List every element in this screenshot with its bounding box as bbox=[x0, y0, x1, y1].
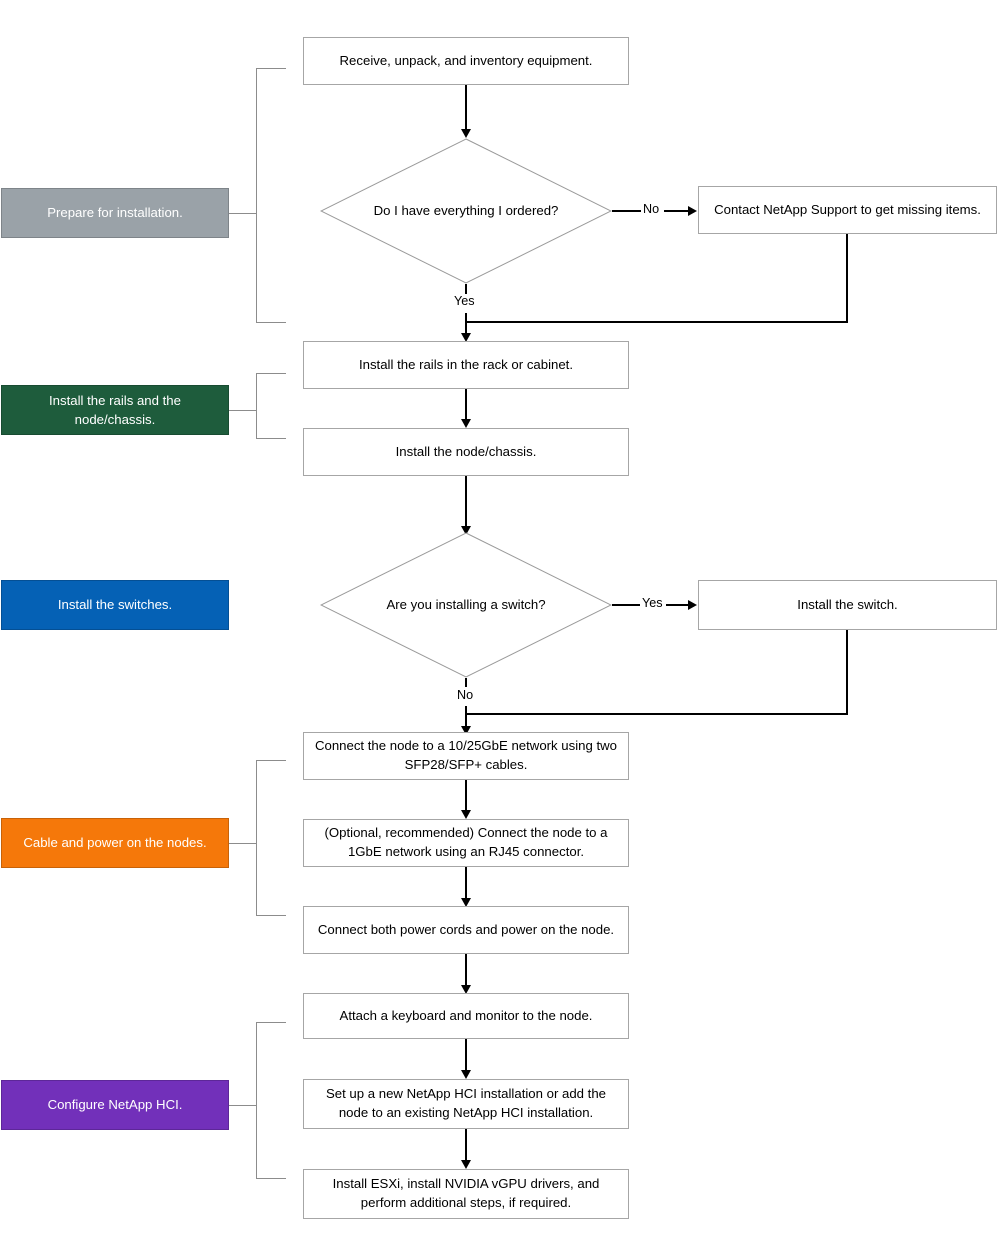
connector-rails-to-chassis bbox=[465, 389, 467, 420]
node-install-rails[interactable]: Install the rails in the rack or cabinet… bbox=[303, 341, 629, 389]
node-attach-keyboard-text: Attach a keyboard and monitor to the nod… bbox=[339, 1007, 593, 1023]
arrowhead-receive-to-decision1 bbox=[460, 129, 471, 138]
node-contact-support-text: Contact NetApp Support to get missing it… bbox=[714, 201, 981, 217]
bracket-configure-top bbox=[256, 1022, 286, 1023]
bracket-configure-spine bbox=[256, 1022, 257, 1179]
bracket-configure-stem bbox=[229, 1105, 257, 1106]
node-connect-10-25gbe-text: Connect the node to a 10/25GbE network u… bbox=[314, 738, 618, 772]
connector-to-connect-10gbe bbox=[465, 706, 467, 727]
connector-decision2-yes-2 bbox=[666, 604, 689, 606]
edge-label-switch-no: No bbox=[455, 688, 476, 702]
bracket-rails-spine bbox=[256, 373, 257, 439]
bracket-prepare-top bbox=[256, 68, 286, 69]
node-receive-equipment-text: Receive, unpack, and inventory equipment… bbox=[339, 52, 593, 68]
phase-label-switches: Install the switches. bbox=[1, 580, 229, 630]
diamond-shape-icon bbox=[320, 532, 612, 678]
node-connect-10-25gbe[interactable]: Connect the node to a 10/25GbE network u… bbox=[303, 732, 629, 780]
arrowhead-10gbe-to-1gbe bbox=[460, 810, 471, 819]
bracket-prepare-stem bbox=[229, 213, 257, 214]
connector-decision2-no-stub bbox=[465, 678, 467, 687]
bracket-cable-bottom bbox=[256, 915, 286, 916]
arrowhead-setup-to-esxi bbox=[460, 1160, 471, 1169]
arrowhead-to-connect-10gbe bbox=[460, 726, 471, 735]
connector-switch-return-down bbox=[846, 630, 848, 714]
connector-decision1-no bbox=[612, 210, 642, 212]
connector-1gbe-to-power bbox=[465, 867, 467, 899]
node-connect-1gbe-text: (Optional, recommended) Connect the node… bbox=[324, 825, 608, 859]
node-attach-keyboard[interactable]: Attach a keyboard and monitor to the nod… bbox=[303, 993, 629, 1039]
node-setup-hci-text: Set up a new NetApp HCI installation or … bbox=[325, 1086, 607, 1120]
node-install-switch[interactable]: Install the switch. bbox=[698, 580, 997, 630]
bracket-rails-bottom bbox=[256, 438, 286, 439]
diamond-shape-icon bbox=[320, 138, 612, 284]
decision-have-everything[interactable]: Do I have everything I ordered? bbox=[320, 138, 612, 284]
connector-keyboard-to-setup bbox=[465, 1039, 467, 1071]
node-install-esxi[interactable]: Install ESXi, install NVIDIA vGPU driver… bbox=[303, 1169, 629, 1219]
connector-support-return-down bbox=[846, 234, 848, 323]
node-install-switch-text: Install the switch. bbox=[797, 596, 898, 612]
connector-decision2-yes bbox=[612, 604, 640, 606]
node-connect-power-text: Connect both power cords and power on th… bbox=[317, 921, 615, 937]
node-setup-hci[interactable]: Set up a new NetApp HCI installation or … bbox=[303, 1079, 629, 1129]
node-install-node-chassis-text: Install the node/chassis. bbox=[395, 443, 537, 459]
decision-installing-switch[interactable]: Are you installing a switch? bbox=[320, 532, 612, 678]
bracket-prepare-bottom bbox=[256, 322, 286, 323]
decision-installing-switch-text: Are you installing a switch? bbox=[386, 596, 546, 612]
phase-label-prepare-text: Prepare for installation. bbox=[47, 205, 183, 221]
arrowhead-decision2-yes bbox=[688, 600, 697, 610]
phase-label-rails: Install the rails and the node/chassis. bbox=[1, 385, 229, 435]
bracket-rails-top bbox=[256, 373, 286, 374]
arrowhead-chassis-to-decision2 bbox=[460, 526, 471, 535]
connector-switch-return-left bbox=[465, 713, 848, 715]
connector-chassis-to-decision2 bbox=[465, 476, 467, 527]
phase-label-switches-text: Install the switches. bbox=[57, 597, 173, 613]
node-install-node-chassis[interactable]: Install the node/chassis. bbox=[303, 428, 629, 476]
connector-support-return-left bbox=[465, 321, 848, 323]
phase-label-configure: Configure NetApp HCI. bbox=[1, 1080, 229, 1130]
arrowhead-1gbe-to-power bbox=[460, 898, 471, 907]
phase-label-prepare: Prepare for installation. bbox=[1, 188, 229, 238]
bracket-rails-stem bbox=[229, 410, 257, 411]
bracket-configure-bottom bbox=[256, 1178, 286, 1179]
node-connect-1gbe[interactable]: (Optional, recommended) Connect the node… bbox=[303, 819, 629, 867]
connector-power-to-keyboard bbox=[465, 954, 467, 986]
arrowhead-power-to-keyboard bbox=[460, 985, 471, 994]
arrowhead-to-install-rails bbox=[460, 333, 471, 342]
connector-10gbe-to-1gbe bbox=[465, 780, 467, 811]
phase-label-cable-text: Cable and power on the nodes. bbox=[23, 835, 207, 851]
bracket-cable-top bbox=[256, 760, 286, 761]
edge-label-everything-no: No bbox=[641, 202, 662, 216]
phase-label-cable: Cable and power on the nodes. bbox=[1, 818, 229, 868]
node-contact-support[interactable]: Contact NetApp Support to get missing it… bbox=[698, 186, 997, 234]
phase-label-configure-text: Configure NetApp HCI. bbox=[47, 1097, 183, 1113]
node-install-esxi-text: Install ESXi, install NVIDIA vGPU driver… bbox=[332, 1176, 600, 1210]
phase-label-rails-text: Install the rails and the node/chassis. bbox=[49, 392, 181, 427]
connector-setup-to-esxi bbox=[465, 1129, 467, 1161]
bracket-cable-spine bbox=[256, 760, 257, 916]
decision-have-everything-text: Do I have everything I ordered? bbox=[373, 202, 559, 218]
connector-decision1-no-2 bbox=[664, 210, 689, 212]
connector-receive-to-decision1 bbox=[465, 85, 467, 130]
edge-label-switch-yes: Yes bbox=[640, 596, 665, 610]
node-connect-power[interactable]: Connect both power cords and power on th… bbox=[303, 906, 629, 954]
connector-decision1-yes-stub bbox=[465, 284, 467, 294]
node-install-rails-text: Install the rails in the rack or cabinet… bbox=[358, 356, 574, 372]
arrowhead-keyboard-to-setup bbox=[460, 1070, 471, 1079]
node-receive-equipment[interactable]: Receive, unpack, and inventory equipment… bbox=[303, 37, 629, 85]
arrowhead-decision1-no bbox=[688, 206, 697, 216]
edge-label-everything-yes: Yes bbox=[452, 294, 477, 308]
bracket-prepare-spine bbox=[256, 68, 257, 323]
arrowhead-rails-to-chassis bbox=[460, 419, 471, 428]
bracket-cable-stem bbox=[229, 843, 257, 844]
connector-to-install-rails bbox=[465, 313, 467, 334]
